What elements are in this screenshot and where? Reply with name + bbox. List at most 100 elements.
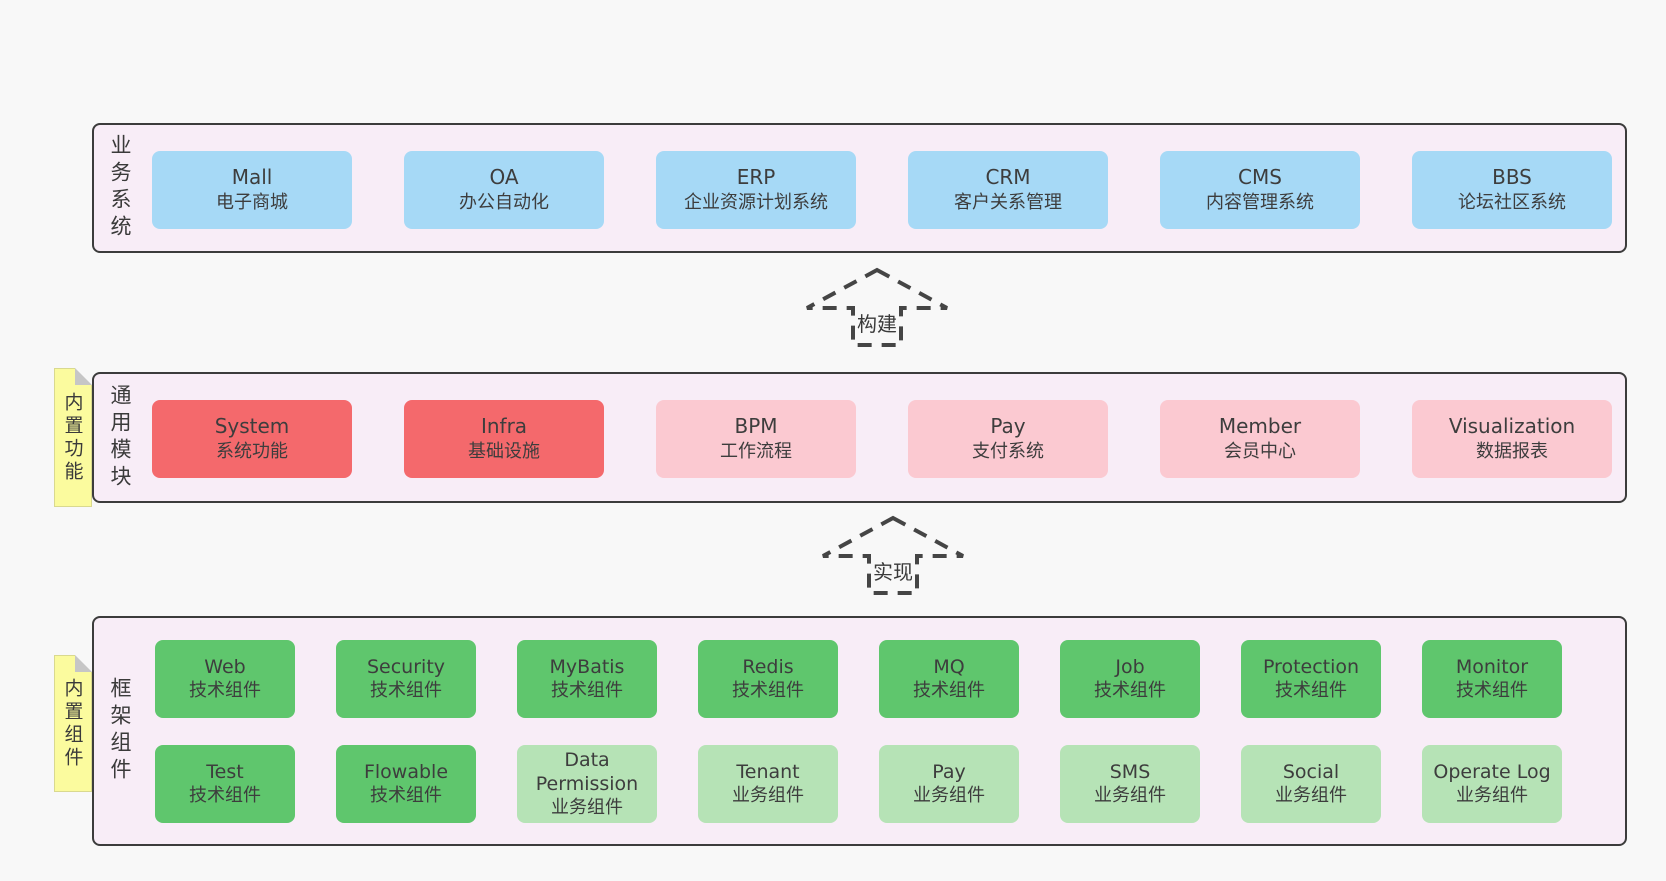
section-business-systems-title: 业务系统 xyxy=(102,125,138,251)
box-title: Monitor xyxy=(1455,656,1529,678)
section-common-modules: 通用模块 System 系统功能 Infra 基础设施 BPM 工作流程 Pay… xyxy=(92,372,1627,503)
box-subtitle: 系统功能 xyxy=(216,441,288,462)
box-subtitle: 技术组件 xyxy=(370,680,442,701)
sticky-note-builtin-features: 内置功能 xyxy=(54,368,92,507)
box-monitor: Monitor 技术组件 xyxy=(1422,640,1562,718)
box-subtitle: 技术组件 xyxy=(370,785,442,806)
box-title: Mall xyxy=(231,165,273,189)
section-common-modules-title: 通用模块 xyxy=(102,374,138,501)
business-systems-row: Mall 电子商城 OA 办公自动化 ERP 企业资源计划系统 CRM 客户关系… xyxy=(152,151,1612,229)
box-mall: Mall 电子商城 xyxy=(152,151,352,229)
box-social: Social 业务组件 xyxy=(1241,745,1381,823)
section-framework-components: 框架组件 Web 技术组件 Security 技术组件 MyBatis 技术组件… xyxy=(92,616,1627,846)
box-sms: SMS 业务组件 xyxy=(1060,745,1200,823)
box-title: MQ xyxy=(933,656,965,678)
box-title: Flowable xyxy=(363,761,449,783)
box-title: Pay xyxy=(932,761,966,783)
box-title: Security xyxy=(366,656,446,678)
box-mq: MQ 技术组件 xyxy=(879,640,1019,718)
sticky-note-builtin-components-label: 内置组件 xyxy=(61,677,84,770)
box-title: Member xyxy=(1218,414,1302,438)
box-subtitle: 数据报表 xyxy=(1476,441,1548,462)
box-title: MyBatis xyxy=(549,656,625,678)
box-subtitle: 会员中心 xyxy=(1224,441,1296,462)
box-title: BPM xyxy=(734,414,778,438)
box-web: Web 技术组件 xyxy=(155,640,295,718)
box-oa: OA 办公自动化 xyxy=(404,151,604,229)
box-pay-module: Pay 支付系统 xyxy=(908,400,1108,478)
box-pay-component: Pay 业务组件 xyxy=(879,745,1019,823)
box-subtitle: 技术组件 xyxy=(189,680,261,701)
arrow-implement: 实现 xyxy=(821,514,965,596)
section-business-systems: 业务系统 Mall 电子商城 OA 办公自动化 ERP 企业资源计划系统 CRM… xyxy=(92,123,1627,253)
arrow-build: 构建 xyxy=(805,266,949,348)
box-operate-log: Operate Log 业务组件 xyxy=(1422,745,1562,823)
box-title: Operate Log xyxy=(1433,761,1551,783)
box-subtitle: 技术组件 xyxy=(551,680,623,701)
box-subtitle: 业务组件 xyxy=(913,785,985,806)
box-subtitle: 办公自动化 xyxy=(459,192,549,213)
box-subtitle: 技术组件 xyxy=(1275,680,1347,701)
box-subtitle: 技术组件 xyxy=(189,785,261,806)
arrow-build-label: 构建 xyxy=(855,308,899,337)
box-subtitle: 支付系统 xyxy=(972,441,1044,462)
box-subtitle: 技术组件 xyxy=(732,680,804,701)
box-protection: Protection 技术组件 xyxy=(1241,640,1381,718)
box-test: Test 技术组件 xyxy=(155,745,295,823)
box-title: Redis xyxy=(742,656,794,678)
box-subtitle: 业务组件 xyxy=(551,797,623,818)
box-subtitle: 技术组件 xyxy=(1094,680,1166,701)
box-subtitle: 技术组件 xyxy=(1456,680,1528,701)
box-title: Pay xyxy=(990,414,1026,438)
sticky-note-builtin-components: 内置组件 xyxy=(54,655,92,792)
vertical-label-text: 框架组件 xyxy=(108,677,132,785)
box-mybatis: MyBatis 技术组件 xyxy=(517,640,657,718)
section-framework-components-title: 框架组件 xyxy=(102,618,138,844)
box-security: Security 技术组件 xyxy=(336,640,476,718)
box-subtitle: 业务组件 xyxy=(732,785,804,806)
sticky-note-builtin-features-label: 内置功能 xyxy=(61,391,84,484)
box-title: Job xyxy=(1115,656,1145,678)
box-subtitle: 业务组件 xyxy=(1094,785,1166,806)
box-tenant: Tenant 业务组件 xyxy=(698,745,838,823)
box-title: System xyxy=(214,414,290,438)
box-cms: CMS 内容管理系统 xyxy=(1160,151,1360,229)
box-flowable: Flowable 技术组件 xyxy=(336,745,476,823)
box-erp: ERP 企业资源计划系统 xyxy=(656,151,856,229)
box-title: Visualization xyxy=(1448,414,1576,438)
common-modules-row: System 系统功能 Infra 基础设施 BPM 工作流程 Pay 支付系统… xyxy=(152,400,1612,478)
box-title: Social xyxy=(1282,761,1340,783)
box-subtitle: 企业资源计划系统 xyxy=(684,192,828,213)
box-title: BBS xyxy=(1492,165,1532,189)
box-title: Infra xyxy=(480,414,528,438)
box-title: Protection xyxy=(1262,656,1360,678)
folded-corner-icon xyxy=(75,368,92,385)
box-title: SMS xyxy=(1109,761,1151,783)
box-title: OA xyxy=(489,165,519,189)
box-job: Job 技术组件 xyxy=(1060,640,1200,718)
box-subtitle: 业务组件 xyxy=(1456,785,1528,806)
box-title: Test xyxy=(206,761,244,783)
box-subtitle: 基础设施 xyxy=(468,441,540,462)
box-bpm: BPM 工作流程 xyxy=(656,400,856,478)
box-title: Data Permission xyxy=(535,749,639,795)
box-subtitle: 工作流程 xyxy=(720,441,792,462)
vertical-label-text: 通用模块 xyxy=(108,383,132,492)
box-subtitle: 内容管理系统 xyxy=(1206,192,1314,213)
box-subtitle: 客户关系管理 xyxy=(954,192,1062,213)
box-subtitle: 业务组件 xyxy=(1275,785,1347,806)
box-subtitle: 论坛社区系统 xyxy=(1458,192,1566,213)
box-member: Member 会员中心 xyxy=(1160,400,1360,478)
box-crm: CRM 客户关系管理 xyxy=(908,151,1108,229)
box-title: CMS xyxy=(1238,165,1282,189)
folded-corner-icon xyxy=(75,655,92,672)
box-bbs: BBS 论坛社区系统 xyxy=(1412,151,1612,229)
box-title: Tenant xyxy=(736,761,800,783)
box-title: Web xyxy=(204,656,246,678)
framework-components-row-2: Test 技术组件 Flowable 技术组件 Data Permission … xyxy=(155,745,1562,823)
box-subtitle: 技术组件 xyxy=(913,680,985,701)
box-data-permission: Data Permission 业务组件 xyxy=(517,745,657,823)
framework-components-row-1: Web 技术组件 Security 技术组件 MyBatis 技术组件 Redi… xyxy=(155,640,1562,718)
box-infra: Infra 基础设施 xyxy=(404,400,604,478)
